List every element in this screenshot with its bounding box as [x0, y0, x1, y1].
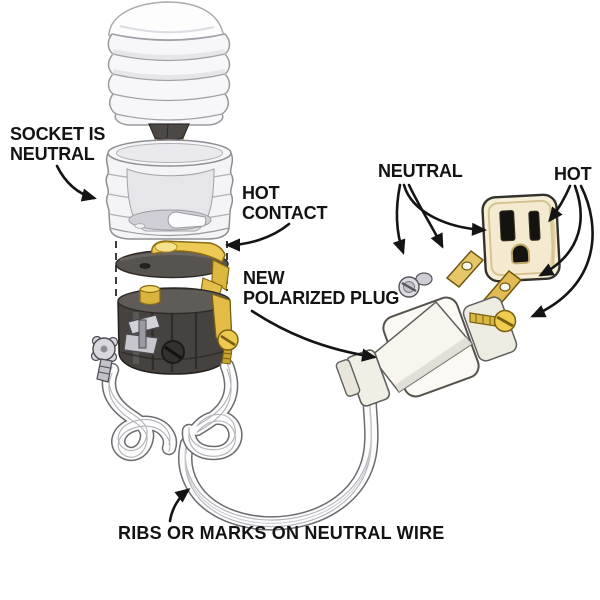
receptacle-hot-slot: [528, 210, 541, 241]
label-ribs-neutral-wire: RIBS OR MARKS ON NEUTRAL WIRE: [118, 523, 445, 543]
neutral-clamp-wheel: [90, 335, 119, 363]
polarized-plug: [335, 272, 518, 407]
arrow-neutral-to-screw: [392, 183, 406, 255]
power-cord: [101, 358, 387, 531]
plug-neutral-screw: [398, 272, 433, 298]
arrow-hot-contact: [225, 222, 291, 252]
arrow-ribs: [168, 488, 191, 523]
label-socket-is-neutral: SOCKET IS NEUTRAL: [10, 124, 106, 164]
shell-keyhole: [167, 211, 207, 229]
receptacle-ground-hole: [510, 243, 531, 265]
socket-clamp-hardware: [90, 314, 239, 383]
wall-receptacle-face: [481, 193, 561, 283]
bulb-tip-contact: [148, 123, 190, 141]
arrow-neutral-to-blade: [407, 183, 444, 249]
light-bulb: [107, 1, 231, 144]
plug-hot-screw: [469, 309, 517, 333]
label-hot-contact: HOT CONTACT: [242, 183, 328, 223]
arrow-new-polarized-plug: [250, 309, 377, 362]
arrow-hot-to-screw: [530, 184, 594, 318]
label-new-polarized-plug: NEW POLARIZED PLUG: [243, 268, 400, 308]
cord-underwriters-knot: [101, 362, 178, 462]
arrow-socket-is-neutral: [55, 164, 97, 202]
arrow-hot-to-blade: [538, 184, 582, 277]
label-hot: HOT: [554, 164, 592, 184]
arrow-neutral-to-slot: [402, 183, 487, 236]
cord-right-strand: [181, 358, 243, 461]
annotation-arrows: [55, 164, 594, 523]
receptacle-neutral-slot: [499, 209, 516, 242]
hot-terminal-screw: [217, 329, 239, 365]
arrow-hot-to-slot: [548, 184, 572, 223]
label-neutral: NEUTRAL: [378, 161, 463, 181]
lamp-socket-shell: [105, 139, 234, 240]
